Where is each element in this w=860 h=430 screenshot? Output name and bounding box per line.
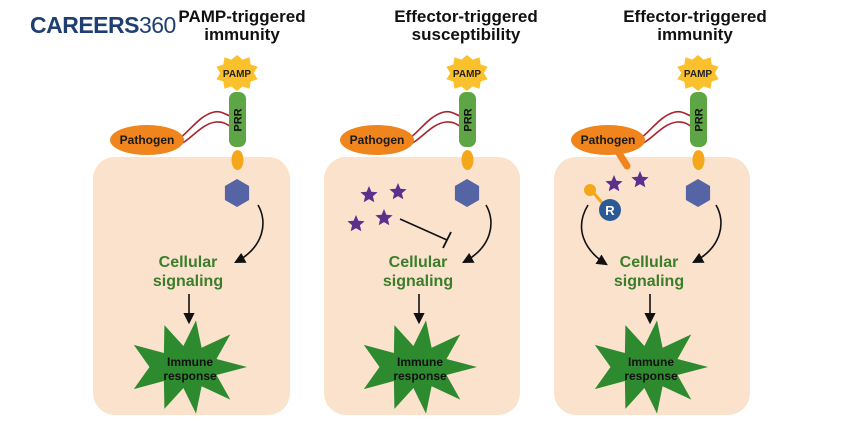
kinase-hexagon [224, 179, 250, 207]
kinase-hexagon [685, 179, 711, 207]
panel-title-pti-line2: immunity [204, 25, 280, 44]
prr-label: PRR [463, 108, 475, 131]
signal-label-line1: Cellular [620, 254, 679, 271]
immune-response-line1: Immune [397, 355, 443, 369]
signal-arrow [692, 204, 722, 264]
careers360-logo: CAREERS360 [30, 12, 176, 39]
prr-receptor [690, 92, 707, 147]
effector-star [375, 209, 393, 226]
pamp-star [677, 55, 719, 91]
panel-ets: Pathogen PAMP PRR Cellular signaling Imm… [324, 55, 520, 415]
pamp-label: PAMP [453, 69, 481, 80]
immune-response-line2: response [163, 369, 217, 383]
r-protein [599, 199, 621, 221]
pathogen [571, 125, 645, 155]
panel-pti: Pathogen PAMP PRR Cellular signaling Imm… [93, 55, 290, 415]
pathogen [340, 125, 414, 155]
prr-label: PRR [694, 108, 706, 131]
panel-title-pti: PAMP-triggered immunity [171, 8, 313, 44]
panel-title-ets: Effector-triggered susceptibility [386, 8, 546, 44]
signal-label-line2: signaling [614, 273, 684, 290]
pathogen-label: Pathogen [350, 133, 405, 147]
immune-response-burst [363, 320, 477, 414]
kinase-hexagon [454, 179, 480, 207]
panel-title-ets-line1: Effector-triggered [394, 7, 538, 26]
immune-response-burst [594, 320, 708, 414]
pathogen-label: Pathogen [581, 133, 636, 147]
panel-title-eti-line2: immunity [657, 25, 733, 44]
effector-star [389, 183, 407, 200]
logo-number: 360 [138, 12, 176, 38]
prr-receptor [229, 92, 246, 147]
prr-label: PRR [233, 108, 245, 131]
pamp-label: PAMP [223, 69, 251, 80]
effector-star [360, 186, 378, 203]
immune-response-burst [133, 320, 247, 414]
effector-star [631, 171, 649, 188]
effector-star [347, 215, 365, 232]
inhibition-bar [442, 231, 452, 249]
adaptor-oval [231, 150, 244, 170]
immune-response-line2: response [624, 369, 678, 383]
panel-title-eti: Effector-triggered immunity [615, 8, 775, 44]
inhibition-line [399, 218, 448, 241]
signal-arrow [462, 204, 492, 264]
immune-response-line1: Immune [167, 355, 213, 369]
signal-label-line2: signaling [383, 273, 453, 290]
pathogen [110, 125, 184, 155]
pamp-star [446, 55, 488, 91]
pathogen-flagellum [174, 110, 237, 143]
signal-label-line1: Cellular [159, 254, 218, 271]
immune-response-line2: response [393, 369, 447, 383]
r-protein-label: R [605, 203, 615, 218]
pamp-label: PAMP [684, 69, 712, 80]
panel-title-pti-line1: PAMP-triggered [178, 7, 306, 26]
signal-label-line1: Cellular [389, 254, 448, 271]
effector-star [605, 175, 623, 192]
eti-signal-arrow [580, 204, 608, 266]
pathogen-flagellum [635, 110, 698, 143]
panel-title-eti-line1: Effector-triggered [623, 7, 767, 26]
pamp-star [216, 55, 258, 91]
panel-eti: Pathogen PAMP PRR R Cellular signaling I… [554, 55, 750, 415]
guardee-dot [584, 184, 596, 196]
panel-title-ets-line2: susceptibility [411, 25, 521, 44]
adaptor-oval [461, 150, 474, 170]
adaptor-oval [692, 150, 705, 170]
pathogen-flagellum [404, 110, 467, 143]
signal-label-line2: signaling [153, 273, 223, 290]
logo-word: CAREERS [30, 12, 139, 38]
prr-receptor [459, 92, 476, 147]
immune-response-line1: Immune [628, 355, 674, 369]
signal-arrow [234, 204, 264, 264]
pathogen-label: Pathogen [120, 133, 175, 147]
